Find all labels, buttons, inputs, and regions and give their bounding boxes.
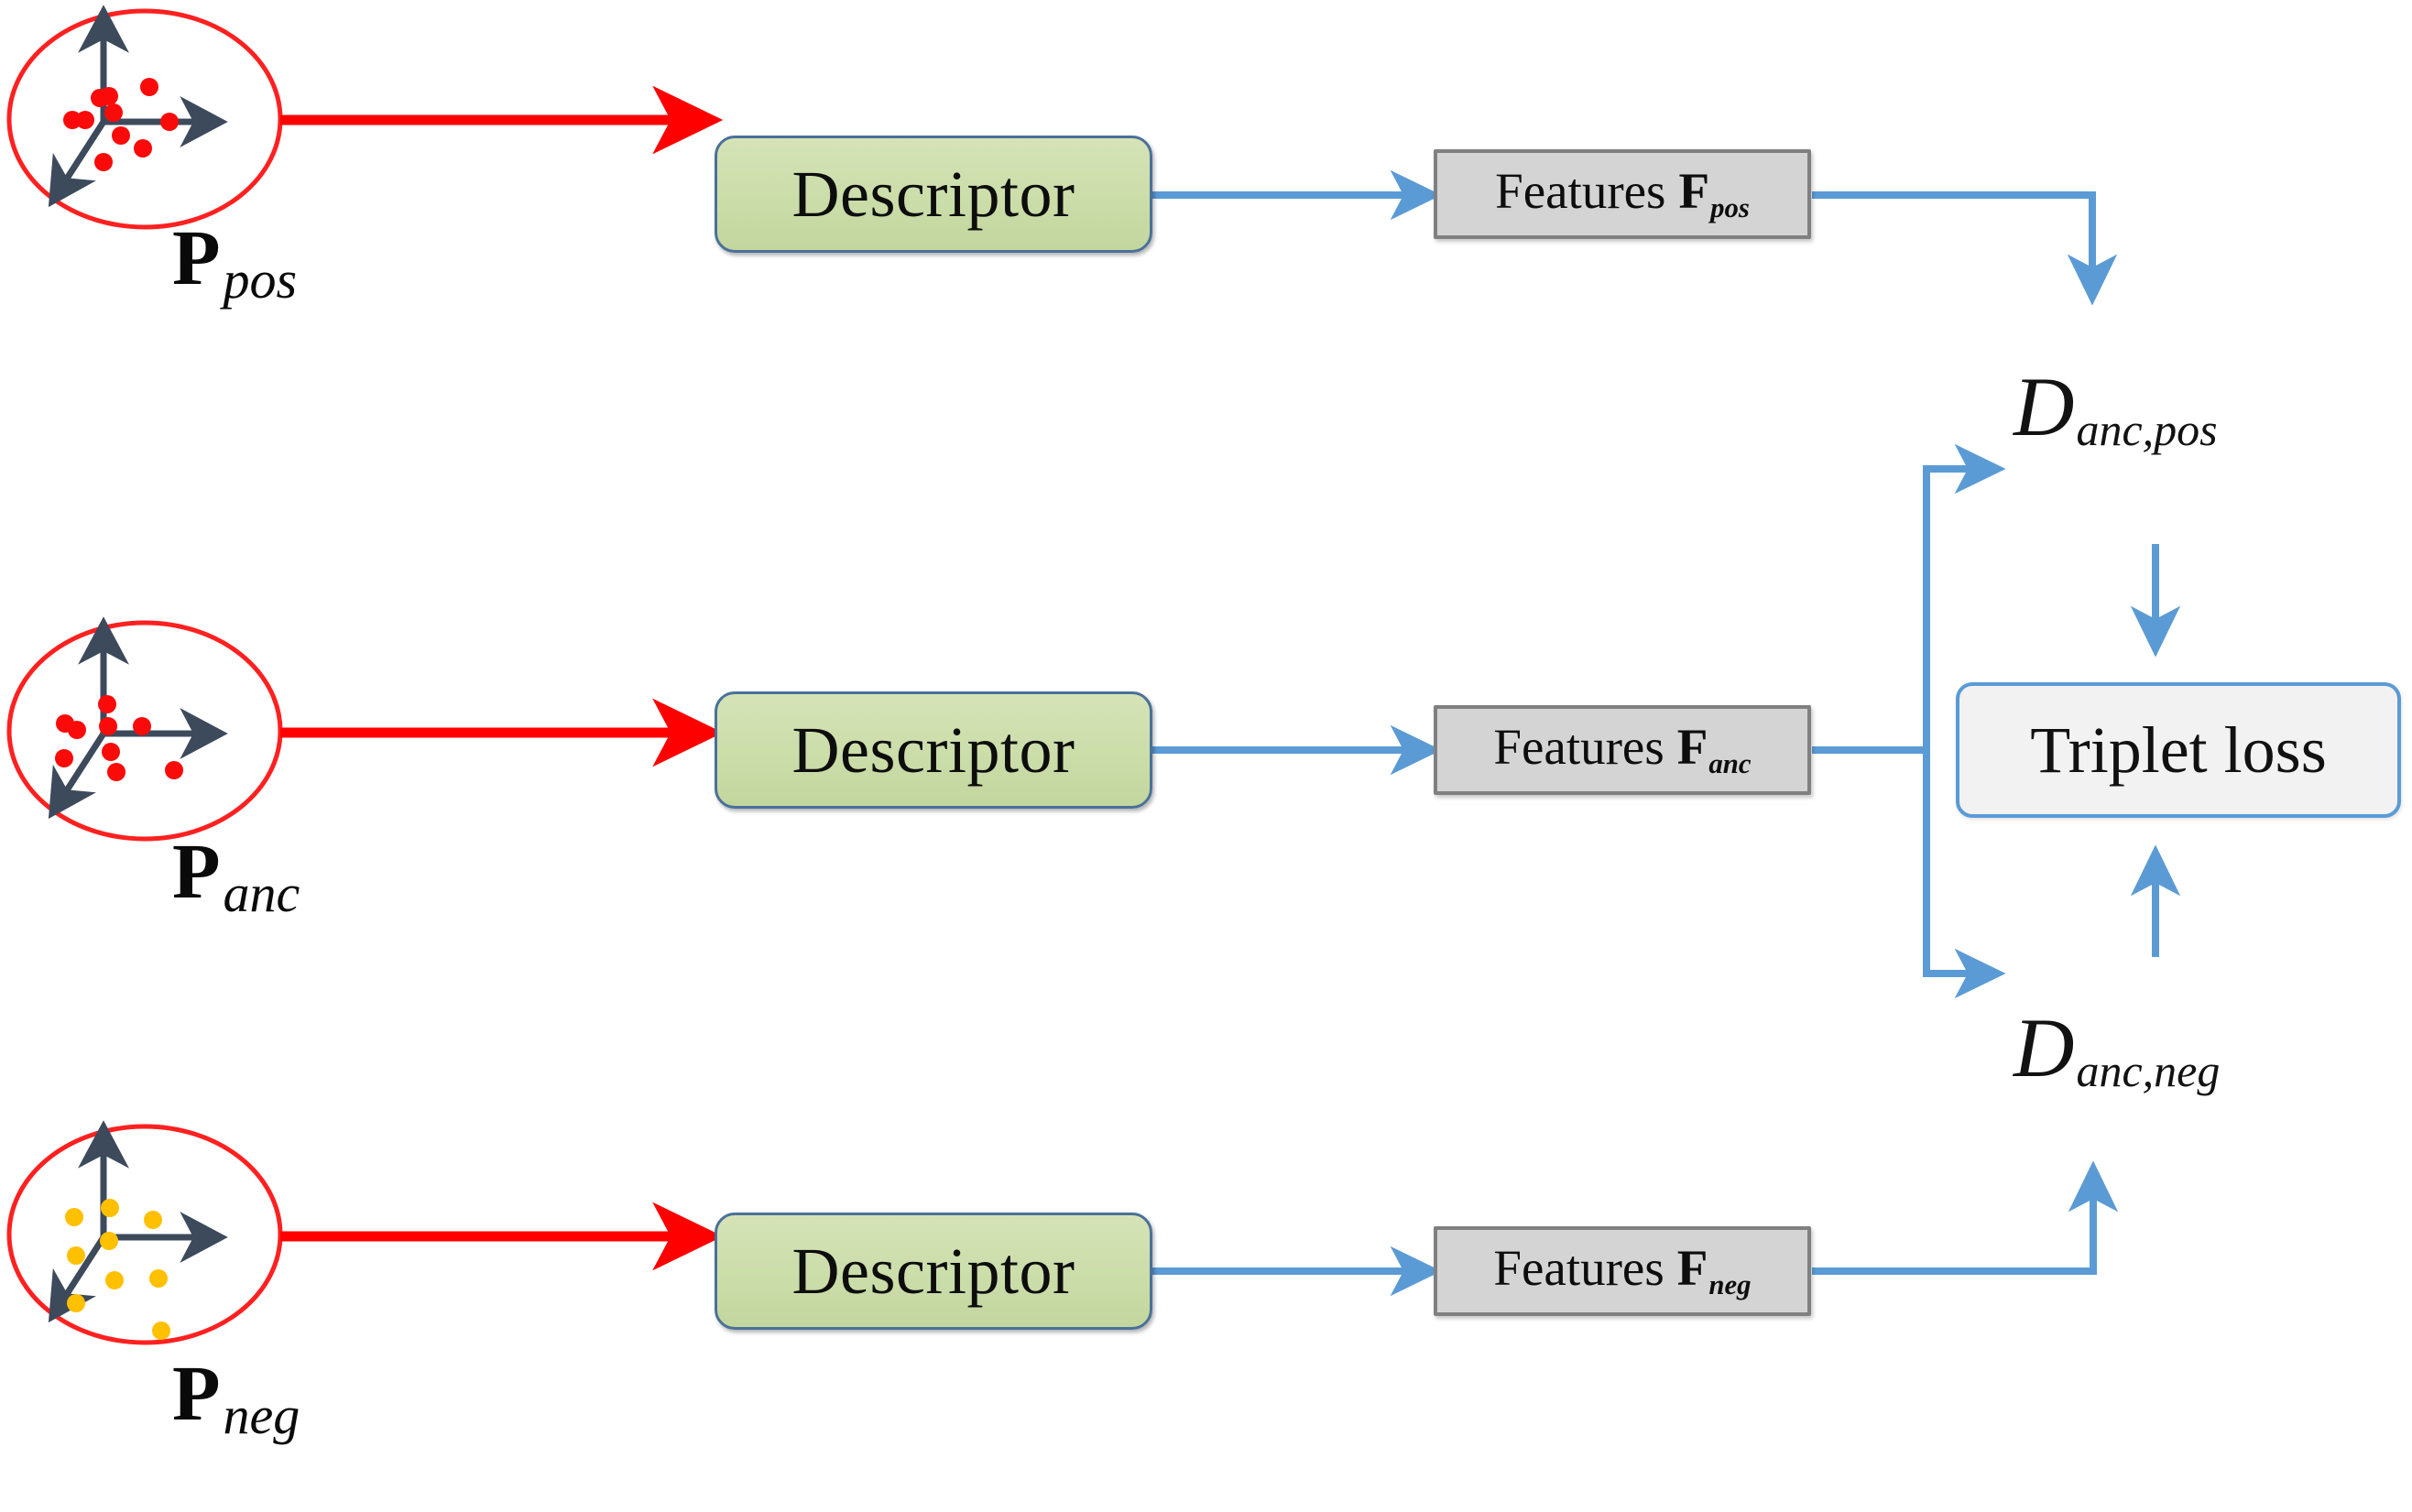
distance-label-anc-neg: Danc,neg bbox=[2014, 1006, 2220, 1093]
distance-symbol-anc-neg: D bbox=[2014, 1001, 2075, 1094]
cloud-label-pos-sub: pos bbox=[223, 250, 298, 310]
descriptor-box-anc[interactable]: Descriptor bbox=[715, 691, 1152, 809]
features-subscript-neg: neg bbox=[1708, 1269, 1752, 1301]
distance-label-anc-pos: Danc,pos bbox=[2014, 364, 2218, 452]
distance-symbol-anc-pos: D bbox=[2014, 360, 2075, 453]
distance-subscript-anc-pos: anc,pos bbox=[2076, 404, 2218, 455]
blue-connector-fpos-to-dancpos bbox=[1812, 191, 2118, 306]
descriptor-label-neg: Descriptor bbox=[791, 1235, 1075, 1308]
features-symbol-pos: F bbox=[1678, 163, 1710, 220]
cloud-label-neg: Pneg bbox=[172, 1354, 300, 1442]
descriptor-box-neg[interactable]: Descriptor bbox=[715, 1213, 1152, 1330]
features-subscript-pos: pos bbox=[1710, 192, 1750, 224]
blue-connector-fneg-to-dancneg bbox=[1812, 1160, 2119, 1275]
cloud-label-pos: Ppos bbox=[172, 218, 297, 307]
triplet-loss-box[interactable]: Triplet loss bbox=[1956, 682, 2401, 818]
cloud-label-anc-main: P bbox=[172, 827, 221, 915]
point-cloud-anc bbox=[6, 616, 283, 842]
cloud-label-pos-main: P bbox=[172, 213, 221, 301]
descriptor-box-pos[interactable]: Descriptor bbox=[715, 136, 1152, 253]
point-cloud-neg bbox=[6, 1120, 283, 1345]
cloud-label-neg-main: P bbox=[172, 1349, 221, 1437]
cloud-label-anc-sub: anc bbox=[223, 864, 300, 924]
descriptor-label-pos: Descriptor bbox=[791, 158, 1075, 231]
cloud-label-neg-sub: neg bbox=[223, 1386, 300, 1446]
triplet-loss-label: Triplet loss bbox=[2030, 713, 2327, 787]
point-cloud-pos bbox=[6, 5, 283, 230]
distance-subscript-anc-neg: anc,neg bbox=[2076, 1045, 2221, 1096]
features-symbol-neg: F bbox=[1676, 1240, 1708, 1297]
cloud-label-anc: Panc bbox=[172, 832, 300, 920]
blue-connector-fanc-to-dancneg bbox=[1923, 750, 2006, 999]
features-subscript-anc: anc bbox=[1708, 748, 1752, 780]
descriptor-label-anc: Descriptor bbox=[791, 713, 1075, 787]
blue-connector-fanc-to-dancpos bbox=[1923, 443, 2006, 750]
features-symbol-anc: F bbox=[1676, 719, 1708, 776]
